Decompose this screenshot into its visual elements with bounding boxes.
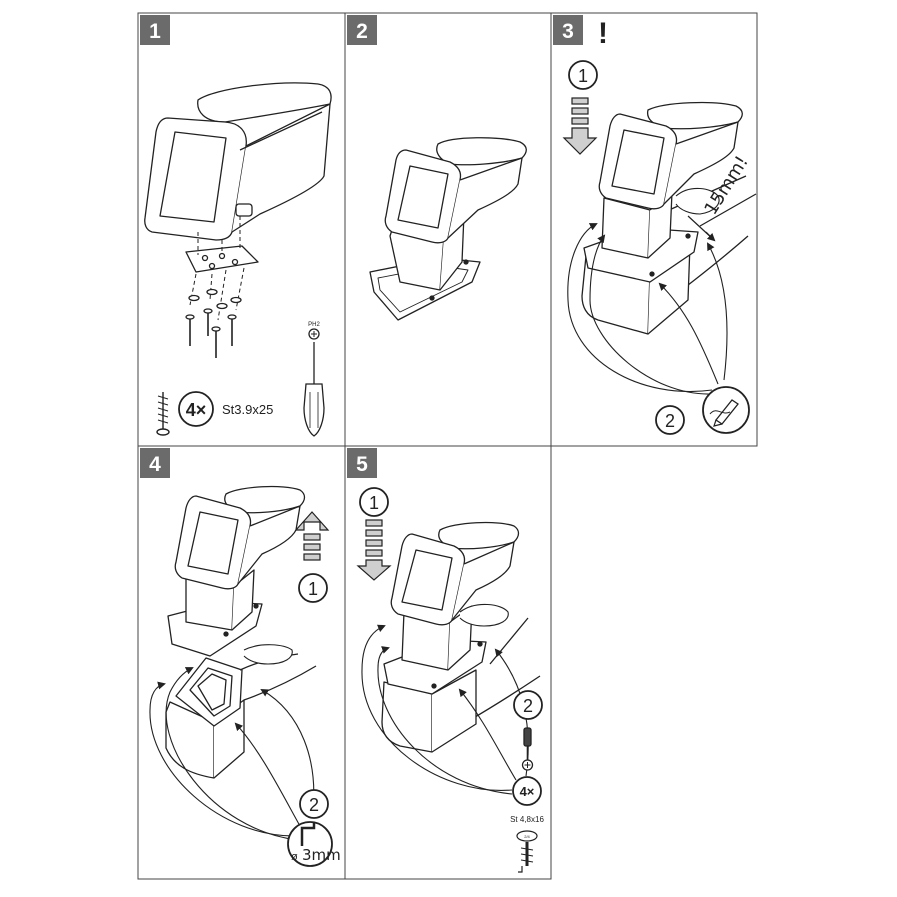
- substep-1-marker: 1: [298, 573, 328, 603]
- svg-text:1: 1: [369, 493, 379, 513]
- svg-text:1: 1: [578, 66, 588, 86]
- drill-arrows: [149, 667, 315, 841]
- screw-count-label: 4×: [186, 400, 207, 420]
- svg-text:2: 2: [665, 411, 675, 431]
- step-badge-5: 5: [347, 448, 377, 478]
- press-down-arrow: [562, 97, 598, 155]
- svg-text:2: 2: [309, 795, 319, 815]
- screwdriver-icon: [303, 328, 325, 437]
- lift-up-arrow: [294, 511, 330, 561]
- step-badge-4: 4: [140, 448, 170, 478]
- armrest-assembled-view: [369, 137, 527, 321]
- armrest-height-adjust-view: [581, 101, 749, 335]
- substep-1-marker: 1: [568, 60, 598, 90]
- clip-arrows: [567, 223, 728, 395]
- step-badge-3: 3: [553, 15, 583, 45]
- svg-text:2: 2: [356, 20, 368, 43]
- armrest-removed-view: [165, 485, 317, 779]
- gap-dimension: [687, 193, 757, 242]
- screw-count-badge: [178, 391, 214, 427]
- substep-2-marker: 2: [513, 690, 543, 720]
- step-badge-1: 1: [140, 15, 170, 45]
- step-badge-2: 2: [347, 15, 377, 45]
- screwdriver-icon: [521, 727, 534, 771]
- svg-text:5: 5: [356, 453, 368, 476]
- screw-spec-label: St3.9x25: [222, 402, 273, 417]
- drill-bit-icon: [287, 821, 333, 867]
- screw-spec-label: St 4,8x16: [510, 815, 544, 824]
- substep-2-marker: 2: [655, 405, 685, 435]
- marker-pen-icon: [702, 386, 750, 434]
- svg-text:1: 1: [308, 579, 318, 599]
- screw-count-badge: [512, 776, 542, 806]
- armrest-exploded-view: [144, 82, 332, 358]
- screw-count-label: 4×: [520, 784, 535, 799]
- screw-icon: [516, 830, 538, 873]
- svg-text:4: 4: [149, 453, 161, 476]
- drill-prefix: ø: [291, 851, 298, 863]
- substep-2-marker: 2: [299, 789, 329, 819]
- svg-text:3: 3: [562, 20, 574, 43]
- tool-label: PH2: [308, 322, 320, 328]
- substep-1-marker: 1: [359, 487, 389, 517]
- armrest-final-view: [381, 521, 541, 753]
- panel-grid: [137, 12, 758, 880]
- press-down-arrow: [356, 519, 392, 581]
- warning-mark: !: [598, 17, 608, 50]
- svg-text:1: 1: [149, 20, 161, 43]
- screw-head-label: 2/4: [524, 834, 530, 839]
- drill-size-label: 3mm: [302, 846, 341, 864]
- svg-text:2: 2: [523, 696, 533, 716]
- screw-icon: [156, 392, 170, 436]
